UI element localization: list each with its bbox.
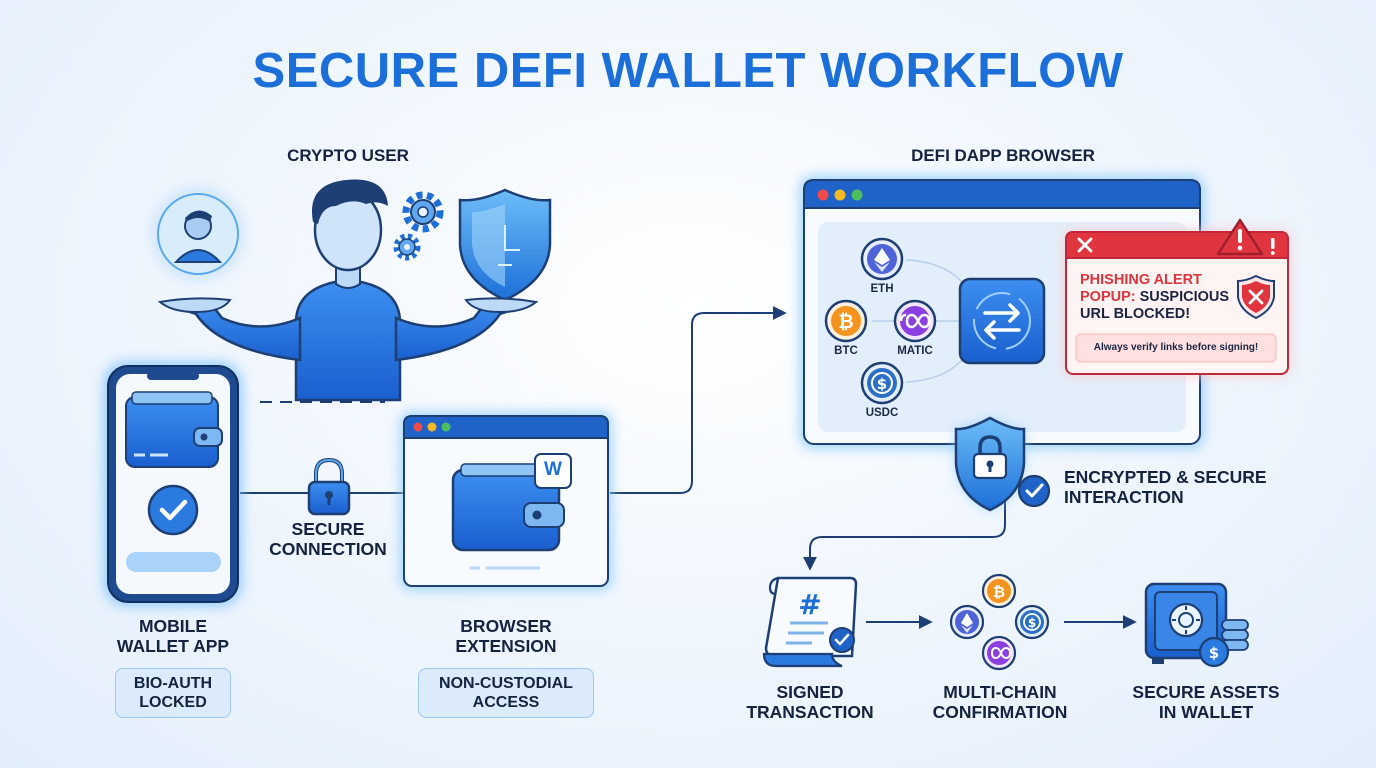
secure-connection-line1: SECURE (291, 519, 365, 539)
multi-chain-icon: ₿ $ (949, 573, 1050, 671)
vault-icon: $ (1144, 582, 1249, 668)
step-secure-assets-label: SECURE ASSETS IN WALLET (1106, 682, 1306, 722)
bio-auth-badge-line2: LOCKED (139, 694, 207, 711)
gear-icon (393, 191, 444, 261)
bio-auth-badge: BIO-AUTH LOCKED (115, 668, 231, 718)
padlock-icon (307, 457, 351, 516)
svg-text:₿: ₿ (993, 583, 1005, 601)
coin-usdc: $ (860, 361, 904, 405)
svg-text:$: $ (877, 375, 887, 393)
shield-to-transaction-arrow (803, 488, 1006, 571)
svg-text:$: $ (1209, 644, 1219, 662)
page-title: SECURE DEFI WALLET WORKFLOW (252, 44, 1124, 98)
encrypted-line2: INTERACTION (1064, 486, 1184, 507)
browser-extension-label: BROWSER EXTENSION (426, 616, 586, 656)
coin-matic (893, 299, 937, 343)
browser-extension-label-line1: BROWSER (460, 616, 552, 636)
step-secure-assets-line1: SECURE ASSETS (1132, 682, 1280, 702)
step-signed-line1: SIGNED (776, 682, 844, 702)
swap-icon (958, 277, 1046, 365)
non-custodial-badge: NON-CUSTODIAL ACCESS (418, 668, 594, 718)
coin-btc-label: BTC (834, 345, 858, 357)
svg-text:₿: ₿ (838, 311, 853, 333)
non-custodial-badge-line2: ACCESS (472, 694, 540, 711)
coin-matic-label: MATIC (897, 345, 933, 357)
phishing-alert-line2-dark: SUSPICIOUS (1135, 289, 1230, 306)
phishing-alert-note: Always verify links before signing! (1093, 342, 1259, 353)
coin-usdc-label: USDC (865, 407, 899, 419)
dapp-browser-heading: DEFI DAPP BROWSER (911, 146, 1095, 165)
mobile-wallet-phone (104, 362, 242, 606)
signed-transaction-icon: # (762, 576, 858, 668)
phishing-alert-line2-red: POPUP: (1080, 289, 1136, 306)
secure-connection-label: SECURE CONNECTION (258, 519, 398, 559)
phishing-alert-popup (1064, 218, 1290, 376)
coin-eth (860, 237, 904, 281)
check-icon (147, 484, 199, 536)
phishing-alert-line1: PHISHING ALERT (1080, 272, 1202, 288)
extension-to-dapp-arrow (610, 306, 787, 494)
phishing-alert-line3: URL BLOCKED! (1080, 306, 1191, 323)
encrypted-shield-icon (954, 416, 1051, 512)
non-custodial-badge-line1: NON-CUSTODIAL (439, 674, 573, 692)
close-icon (1077, 237, 1093, 253)
browser-extension-window (400, 412, 612, 590)
encrypted-line1: ENCRYPTED & SECURE (1064, 467, 1267, 487)
step-signed-line2: TRANSACTION (746, 701, 874, 722)
w-logo-icon (534, 453, 572, 489)
secure-connection-line2: CONNECTION (269, 538, 387, 559)
encrypted-interaction-label: ENCRYPTED & SECURE INTERACTION (1064, 467, 1267, 507)
svg-text:$: $ (1028, 616, 1036, 630)
browser-extension-label-line2: EXTENSION (455, 635, 557, 656)
crypto-user-heading: CRYPTO USER (287, 146, 409, 165)
step-signed-transaction-label: SIGNED TRANSACTION (730, 682, 890, 722)
step-multi-chain-line1: MULTI-CHAIN (943, 682, 1057, 702)
step-secure-assets-line2: IN WALLET (1158, 701, 1254, 722)
mobile-wallet-label-line1: MOBILE (138, 616, 208, 636)
phishing-alert-text: PHISHING ALERT POPUP: SUSPICIOUS URL BLO… (1080, 272, 1240, 323)
user-body (294, 278, 402, 402)
step-multi-chain-label: MULTI-CHAIN CONFIRMATION (910, 682, 1090, 722)
mobile-wallet-label: MOBILE WALLET APP (98, 616, 248, 656)
crypto-user-illustration (153, 179, 552, 402)
w-logo-letter: W (544, 459, 562, 480)
step-multi-chain-line2: CONFIRMATION (932, 701, 1068, 722)
mobile-wallet-label-line2: WALLET APP (116, 635, 230, 656)
coin-btc: ₿ (824, 299, 868, 343)
svg-text:#: # (798, 588, 821, 621)
coin-eth-label: ETH (870, 283, 894, 295)
bio-auth-badge-line1: BIO-AUTH (133, 674, 213, 692)
